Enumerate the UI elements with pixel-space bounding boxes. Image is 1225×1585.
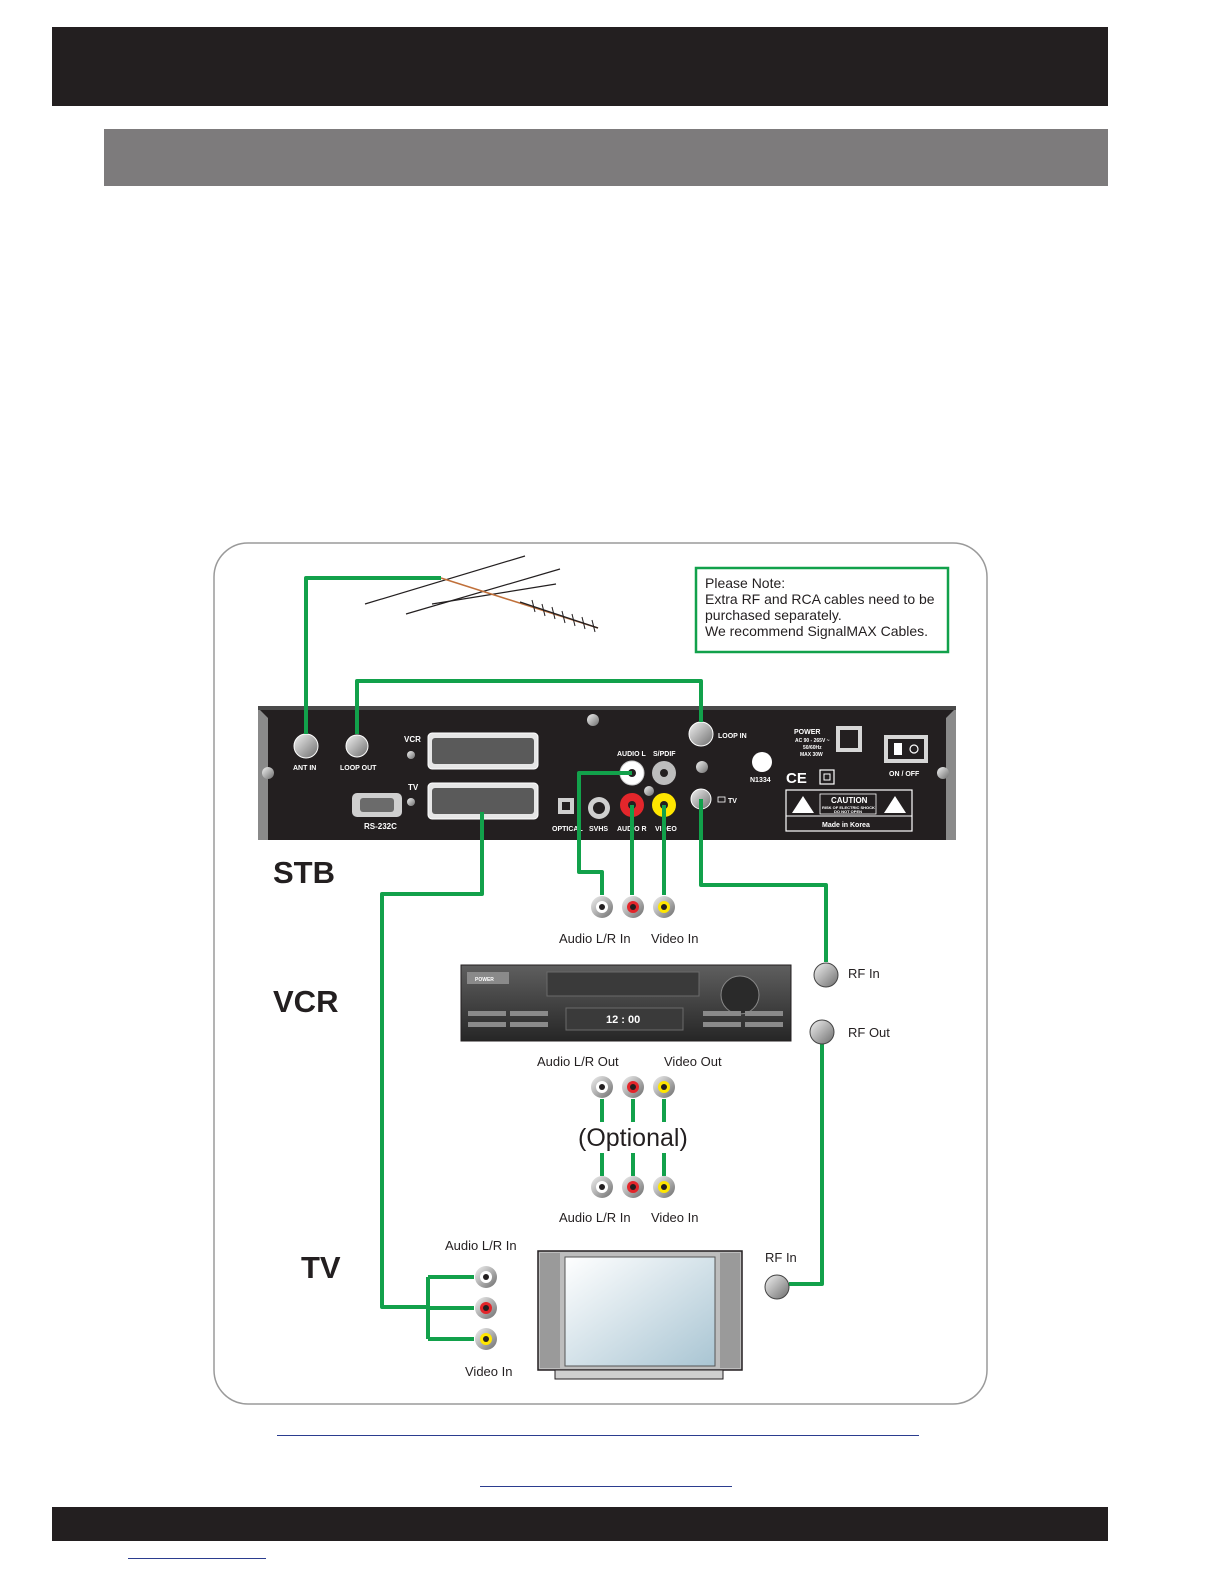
svg-text:VCR: VCR: [404, 735, 421, 744]
svg-text:CAUTION: CAUTION: [831, 796, 868, 805]
svg-text:Audio L/R In: Audio L/R In: [445, 1238, 517, 1253]
caution-label: [785, 789, 913, 832]
loop-in-port: [688, 721, 714, 747]
tv-device: [537, 1250, 743, 1380]
svg-text:Audio L/R In: Audio L/R In: [559, 931, 631, 946]
svg-text:OPTICAL: OPTICAL: [552, 826, 583, 833]
svg-text:RS-232C: RS-232C: [364, 822, 397, 831]
svg-text:S/PDIF: S/PDIF: [653, 751, 676, 758]
shock-warning-icon: [792, 796, 814, 813]
svg-text:LOOP IN: LOOP IN: [718, 733, 747, 740]
svg-text:POWER: POWER: [794, 729, 820, 736]
vcr-rf-in-port: [813, 962, 839, 988]
svg-text:Made in Korea: Made in Korea: [822, 822, 870, 829]
vcr-to-tv-rf-cable: [789, 1044, 824, 1286]
screw-icon: [644, 786, 654, 796]
svg-text:TV: TV: [728, 798, 737, 805]
svg-text:RF In: RF In: [848, 966, 880, 981]
svg-text:Video In: Video In: [651, 931, 698, 946]
vcr-outputs: Audio L/R Out Video Out: [537, 1054, 722, 1098]
vcr-device: POWER 12 : 00: [460, 964, 792, 1042]
note-line-2: purchased separately.: [705, 607, 842, 623]
svg-text:Video In: Video In: [651, 1210, 698, 1225]
svg-text:Video Out: Video Out: [664, 1054, 722, 1069]
link-underline[interactable]: [128, 1558, 266, 1559]
svg-text:AUDIO L: AUDIO L: [617, 751, 647, 758]
ce-mark-icon: CE: [786, 770, 807, 787]
svg-text:Audio L/R In: Audio L/R In: [559, 1210, 631, 1225]
svg-text:ON / OFF: ON / OFF: [889, 771, 920, 778]
audio-l-cable: [577, 771, 632, 895]
screw-icon: [696, 761, 708, 773]
loop-out-port: [345, 734, 369, 758]
screw-icon: [587, 714, 599, 726]
antenna-cable: [304, 576, 441, 734]
stb-label: STB: [273, 855, 335, 890]
rf-to-vcr-cable: [699, 799, 828, 962]
svg-text:RISK OF ELECTRIC SHOCK: RISK OF ELECTRIC SHOCK: [822, 805, 875, 810]
svg-text:12 : 00: 12 : 00: [606, 1014, 640, 1026]
svg-text:LOOP OUT: LOOP OUT: [340, 765, 377, 772]
cert-mark-icon: [752, 752, 772, 772]
tv-label: TV: [301, 1250, 341, 1285]
svg-text:ANT IN: ANT IN: [293, 765, 316, 772]
ant-in-port: [293, 733, 319, 759]
optional-label: (Optional): [578, 1124, 688, 1152]
note-line-1: Extra RF and RCA cables need to be: [705, 591, 935, 607]
svg-text:Audio L/R Out: Audio L/R Out: [537, 1054, 619, 1069]
antenna-icon: [364, 555, 599, 633]
svg-text:50/60Hz: 50/60Hz: [803, 745, 822, 751]
scart-to-tv-cable: [380, 812, 484, 1309]
note-line-3: We recommend SignalMAX Cables.: [705, 623, 928, 639]
svg-text:MAX 30W: MAX 30W: [800, 752, 823, 758]
svg-text:TV: TV: [408, 783, 419, 792]
link-underline[interactable]: [480, 1486, 732, 1487]
vcr-inputs: Audio L/R In Video In: [559, 896, 698, 946]
tv-optional-inputs: Audio L/R In Video In: [559, 1176, 698, 1225]
svg-text:SVHS: SVHS: [589, 826, 608, 833]
loop-cable: [355, 679, 703, 734]
svg-text:DO NOT OPEN: DO NOT OPEN: [834, 809, 862, 814]
screw-icon: [262, 767, 274, 779]
tv-inputs: Audio L/R In Video In: [445, 1238, 517, 1379]
svg-text:N1334: N1334: [750, 777, 771, 784]
vcr-rf-out-port: [809, 1019, 835, 1045]
header-bar: [52, 27, 1108, 106]
svg-text:RF Out: RF Out: [848, 1025, 890, 1040]
vcr-label: VCR: [273, 984, 338, 1019]
svg-text:RF In: RF In: [765, 1250, 797, 1265]
screw-icon: [937, 767, 949, 779]
link-underline[interactable]: [277, 1435, 919, 1436]
svg-text:VIDEO: VIDEO: [655, 826, 677, 833]
note-box: Please Note: Extra RF and RCA cables nee…: [694, 566, 950, 654]
tv-rf-in-port: [764, 1274, 790, 1300]
svg-text:Video In: Video In: [465, 1364, 512, 1379]
svg-text:AC 90 - 265V ~: AC 90 - 265V ~: [795, 738, 830, 744]
footer-bar: [52, 1507, 1108, 1541]
note-title: Please Note:: [705, 575, 785, 591]
vcr-dial-icon: [720, 975, 760, 1015]
cables: [304, 576, 828, 1341]
section-title-bar: [104, 129, 1108, 186]
svg-text:POWER: POWER: [475, 977, 494, 983]
